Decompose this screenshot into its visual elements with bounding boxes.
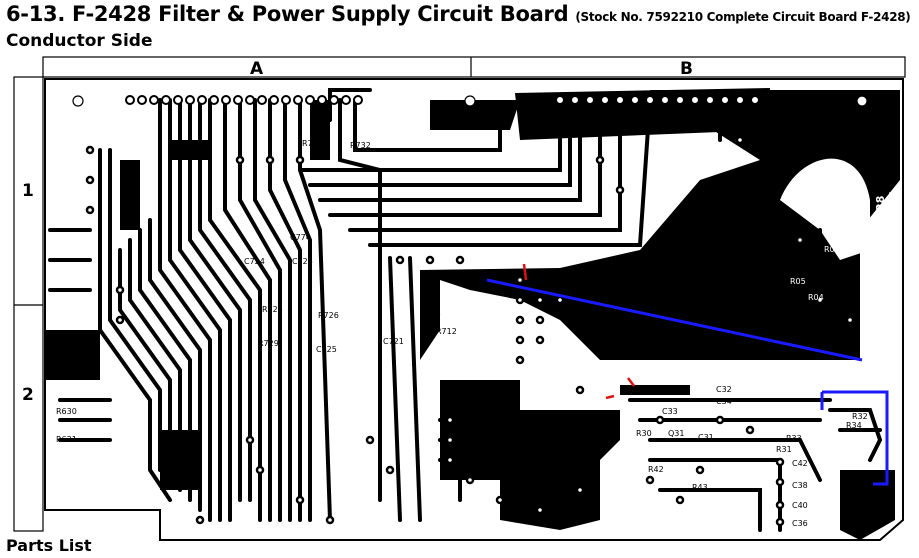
page-subtitle: Conductor Side bbox=[6, 31, 153, 51]
annotation-red-mark-2 bbox=[605, 394, 615, 400]
label-r05: R05 bbox=[790, 277, 806, 286]
label-r42: R42 bbox=[648, 465, 664, 474]
label-r01: R01 bbox=[808, 205, 824, 214]
stock-number: (Stock No. 7592210 Complete Circuit Boar… bbox=[575, 10, 911, 24]
label-r731: R731 bbox=[302, 139, 323, 148]
label-r631: R631 bbox=[56, 435, 77, 444]
label-c40: C40 bbox=[792, 501, 808, 510]
zone-label-b: B bbox=[680, 59, 693, 79]
connector-a-pins bbox=[125, 95, 363, 105]
parts-list-heading: Parts List bbox=[6, 536, 92, 555]
solder-pads bbox=[85, 135, 855, 527]
label-r04: R04 bbox=[808, 293, 824, 302]
board-frame bbox=[13, 56, 906, 532]
board-brand-text: SANSUI bbox=[887, 191, 900, 238]
label-r725: R725 bbox=[262, 305, 283, 314]
label-c31: C31 bbox=[698, 433, 714, 442]
label-c723: C723 bbox=[292, 257, 313, 266]
label-c34: C34 bbox=[716, 397, 732, 406]
label-c32: C32 bbox=[716, 385, 732, 394]
board-side-text: F-2428 SANSUI CMX-295HB bbox=[874, 129, 900, 238]
label-c721: C721 bbox=[383, 337, 404, 346]
mounting-holes bbox=[72, 95, 868, 107]
board-code-text: CMX-295HB bbox=[891, 129, 900, 176]
label-r33: R33 bbox=[786, 434, 802, 443]
label-r43: R43 bbox=[692, 483, 708, 492]
label-c724: C724 bbox=[244, 257, 265, 266]
label-r30: R30 bbox=[636, 429, 652, 438]
label-r712: R712 bbox=[436, 327, 457, 336]
label-r729: R729 bbox=[258, 339, 279, 348]
label-r630: R630 bbox=[56, 407, 77, 416]
label-r02: R02 bbox=[824, 245, 840, 254]
label-q31: Q31 bbox=[668, 429, 684, 438]
label-c33: C33 bbox=[662, 407, 678, 416]
annotation-blue-box bbox=[822, 390, 889, 486]
label-r34: R34 bbox=[846, 421, 862, 430]
page-title: 6-13. F-2428 Filter & Power Supply Circu… bbox=[6, 2, 911, 26]
label-r32: R32 bbox=[852, 412, 868, 421]
label-r726: R726 bbox=[318, 311, 339, 320]
title-text: 6-13. F-2428 Filter & Power Supply Circu… bbox=[6, 2, 569, 26]
annotation-blue-line bbox=[486, 278, 863, 362]
label-c725: C725 bbox=[316, 345, 337, 354]
label-c774: C774 bbox=[290, 233, 311, 242]
zone-label-a: A bbox=[250, 59, 264, 79]
zone-label-2: 2 bbox=[22, 385, 34, 405]
annotation-red-mark-1 bbox=[522, 263, 528, 281]
label-c36: C36 bbox=[792, 519, 808, 528]
board-model-text: F-2428 bbox=[874, 196, 887, 238]
annotation-red-mark-3 bbox=[627, 377, 635, 387]
label-r31: R31 bbox=[776, 445, 792, 454]
label-r727: R727 bbox=[420, 313, 441, 322]
component-labels: R731 R732 C774 C723 C724 R725 R726 R729 … bbox=[56, 139, 868, 528]
zone-label-1: 1 bbox=[22, 181, 34, 201]
label-c38: C38 bbox=[792, 481, 808, 490]
connector-b-pins bbox=[555, 95, 760, 105]
label-r732: R732 bbox=[350, 141, 371, 150]
label-c42: C42 bbox=[792, 459, 808, 468]
